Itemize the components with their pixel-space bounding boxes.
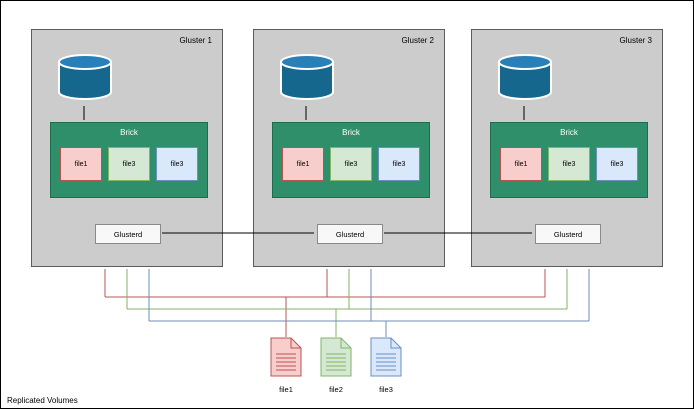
file-label: file3 — [170, 160, 184, 168]
cluster-box-2: Gluster 2 Brick file1 file3 file3 Gluste… — [253, 29, 445, 267]
brick-files-row: file1 file3 file3 — [282, 147, 420, 181]
cylinder-top — [280, 54, 334, 70]
brick-label: Brick — [120, 128, 138, 137]
glusterd-label: Glusterd — [335, 229, 365, 239]
file-box: file3 — [330, 147, 372, 181]
cluster-box-1: Gluster 1 Brick file1 file3 file3 Gluste… — [31, 29, 223, 267]
file-label: file3 — [344, 160, 358, 168]
document-label: file1 — [279, 385, 293, 394]
glusterd-label: Glusterd — [553, 229, 583, 239]
cluster-title: Gluster 1 — [179, 36, 212, 45]
glusterd-box: Glusterd — [95, 224, 161, 244]
cylinder-body — [58, 61, 112, 100]
database-cylinder-icon — [498, 54, 552, 100]
cylinder-body — [280, 61, 334, 100]
file-box: file1 — [500, 147, 542, 181]
cluster-box-3: Gluster 3 Brick file1 file3 file3 Gluste… — [471, 29, 663, 267]
document-file3: file3 — [370, 337, 402, 394]
brick-files-row: file1 file3 file3 — [500, 147, 638, 181]
file-label: file1 — [74, 160, 88, 168]
database-cylinder-icon — [280, 54, 334, 100]
file-box: file3 — [596, 147, 638, 181]
file-box: file3 — [156, 147, 198, 181]
document-label: file3 — [379, 385, 393, 394]
file-box: file3 — [378, 147, 420, 181]
file-label: file3 — [562, 160, 576, 168]
file-label: file1 — [296, 160, 310, 168]
brick-files-row: file1 file3 file3 — [60, 147, 198, 181]
file-label: file3 — [610, 160, 624, 168]
file-box: file1 — [60, 147, 102, 181]
glusterd-box: Glusterd — [535, 224, 601, 244]
document-file1: file1 — [270, 337, 302, 394]
diagram-caption: Replicated Volumes — [7, 396, 78, 405]
cluster-title: Gluster 3 — [619, 36, 652, 45]
document-label: file2 — [329, 385, 343, 394]
file-box: file3 — [108, 147, 150, 181]
brick-label: Brick — [342, 128, 360, 137]
glusterd-box: Glusterd — [317, 224, 383, 244]
document-icon — [370, 337, 402, 377]
cylinder-top — [498, 54, 552, 70]
document-icon — [270, 337, 302, 377]
document-file2: file2 — [320, 337, 352, 394]
file-label: file1 — [514, 160, 528, 168]
brick-box: Brick file1 file3 file3 — [490, 122, 648, 198]
document-icon — [320, 337, 352, 377]
brick-box: Brick file1 file3 file3 — [50, 122, 208, 198]
file-box: file1 — [282, 147, 324, 181]
glusterd-label: Glusterd — [113, 229, 143, 239]
file-label: file3 — [392, 160, 406, 168]
brick-label: Brick — [560, 128, 578, 137]
cluster-title: Gluster 2 — [401, 36, 434, 45]
database-cylinder-icon — [58, 54, 112, 100]
file-box: file3 — [548, 147, 590, 181]
cylinder-top — [58, 54, 112, 70]
file-label: file3 — [122, 160, 136, 168]
cylinder-body — [498, 61, 552, 100]
brick-box: Brick file1 file3 file3 — [272, 122, 430, 198]
